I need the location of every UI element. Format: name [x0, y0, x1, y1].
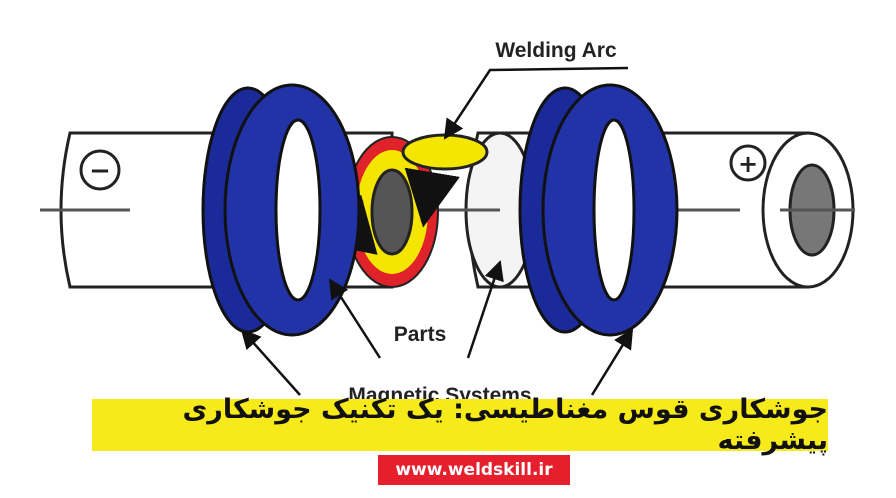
parts-leader-left — [328, 278, 382, 359]
website-url[interactable]: www.weldskill.ir — [378, 455, 570, 485]
welding-arc-shape — [401, 133, 489, 171]
rotation-arrow-right — [404, 167, 460, 228]
title-banner: جوشکاری قوس مغناطیسی: یک تکنیک جوشکاری پ… — [92, 394, 828, 456]
negative-terminal-icon — [79, 149, 121, 191]
positive-sign: + — [738, 150, 758, 178]
right-magnet-coil — [518, 83, 679, 337]
negative-sign: − — [89, 156, 111, 186]
left-magnet-coil — [201, 83, 361, 337]
magnetic-leader-left — [240, 328, 301, 396]
welding-arc-label: Welding Arc — [495, 39, 617, 62]
weld-joint — [322, 131, 536, 289]
magnetic-leader-right — [590, 328, 634, 396]
positive-terminal-icon — [729, 144, 767, 182]
welding-arc-leader — [443, 66, 629, 140]
parts-label: Parts — [394, 323, 447, 346]
parts-leader-right — [466, 260, 504, 359]
